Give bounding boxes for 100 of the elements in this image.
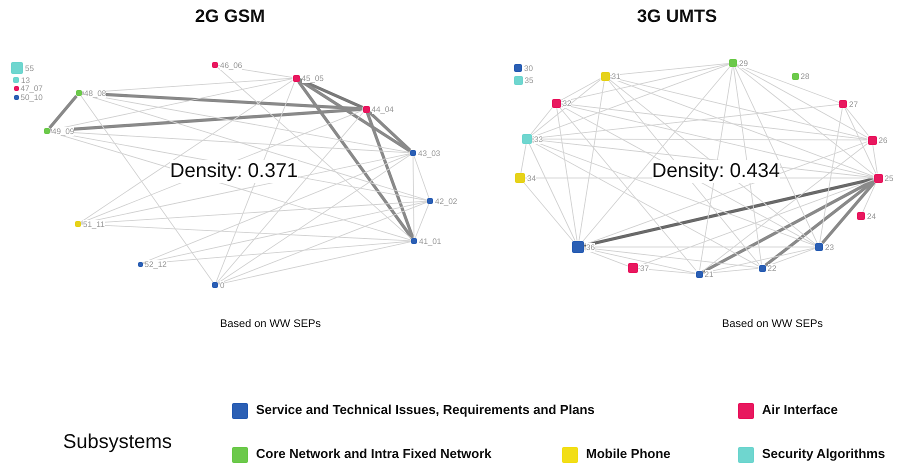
chart-title: 3G UMTS (637, 6, 718, 27)
node-label: 22 (768, 264, 776, 273)
node-label: 32 (562, 99, 572, 108)
network-edge (584, 248, 628, 267)
network-edge (532, 79, 601, 136)
network-edge (846, 108, 869, 136)
node-label: 27 (849, 100, 858, 109)
network-edge (559, 107, 697, 271)
network-edge (560, 78, 601, 101)
network-edge (414, 156, 430, 198)
network-edge (218, 202, 428, 284)
node-label: 45_05 (302, 74, 324, 83)
network-edge (297, 80, 414, 239)
network-edge (872, 144, 878, 174)
network-edge (142, 201, 428, 264)
node-label: 23 (825, 243, 834, 252)
network-edge (142, 240, 412, 264)
network-edge (821, 181, 876, 244)
network-edge (530, 107, 553, 134)
network-edge (142, 154, 410, 264)
network-edge (556, 107, 578, 242)
chart-title: 2G GSM (195, 6, 266, 27)
network-edge (582, 66, 730, 242)
network-edge (414, 204, 430, 238)
network-edge (560, 103, 868, 140)
network-edge (80, 224, 412, 242)
network-edge (218, 241, 412, 285)
network-edge (82, 78, 293, 94)
node-label: 41_01 (419, 237, 442, 246)
network-edge (736, 64, 840, 103)
node-label: 26 (878, 136, 888, 145)
network-edge (702, 247, 816, 274)
network-edge (528, 144, 576, 242)
node-square (522, 134, 532, 144)
node-label: 52_12 (144, 260, 167, 269)
network-edge (80, 80, 293, 222)
network-edge (532, 141, 759, 267)
network-edge (638, 268, 696, 274)
node-square (11, 62, 23, 74)
node-label: 0 (220, 281, 224, 290)
node-square (514, 64, 522, 72)
legend-label: Security Algorithms (762, 446, 886, 461)
network-edge (609, 76, 868, 140)
node-label: 55 (25, 64, 34, 73)
legend-label: Core Network and Intra Fixed Network (256, 446, 492, 461)
network-edge (218, 154, 410, 284)
network-edge (733, 66, 762, 265)
node-label: 24 (867, 212, 876, 221)
node-label: 49_09 (52, 127, 74, 136)
network-edge (532, 64, 730, 138)
node-label: 31 (612, 72, 620, 81)
legend-label: Service and Technical Issues, Requirements and Plans (256, 402, 595, 417)
network-edge (702, 179, 874, 274)
node-label: 37 (640, 264, 649, 273)
node-square (514, 76, 522, 84)
network-edge (638, 179, 874, 267)
node-square (729, 59, 737, 67)
node-label: 47_07 (20, 84, 43, 93)
node-square (839, 100, 847, 108)
network-edge (702, 268, 759, 274)
legend-title: Subsystems (63, 431, 172, 454)
node-square (600, 72, 610, 80)
node-square (552, 98, 560, 108)
network-edge (699, 66, 733, 271)
network-edge (819, 108, 843, 244)
node-label: 43_03 (418, 149, 440, 158)
network-edge (734, 66, 818, 244)
network-edge (368, 111, 412, 152)
legend-label: Mobile Phone (586, 446, 670, 461)
source-note: Based on WW SEPs (220, 318, 321, 330)
density-value: Density: 0.434 (652, 160, 780, 183)
node-label: 42_02 (435, 197, 458, 206)
network-edge (298, 78, 364, 109)
network-edge (532, 140, 816, 246)
network-edge (609, 62, 730, 76)
node-label: 50_10 (20, 93, 43, 102)
network-edge (50, 108, 363, 132)
node-label: 25 (884, 174, 894, 183)
network-edge (584, 246, 816, 248)
node-label: 35 (524, 76, 534, 85)
node-square (572, 241, 584, 253)
network-edge (218, 65, 293, 78)
network-edge (82, 93, 428, 201)
network-edge (50, 78, 293, 131)
network-edge (862, 182, 876, 212)
node-label: 51_11 (83, 220, 105, 229)
density-value: Density: 0.371 (170, 160, 298, 183)
node-label: 28 (800, 72, 810, 81)
network-edge (584, 248, 696, 274)
network-edge (584, 247, 759, 268)
node-square (628, 263, 638, 273)
network-edge (532, 104, 840, 139)
network-edge (218, 67, 412, 239)
network-edge (524, 182, 574, 242)
network-edge (216, 81, 296, 282)
network-edge (609, 77, 874, 177)
network-edge (844, 108, 876, 174)
network-edge (584, 141, 868, 246)
network-edge (366, 112, 414, 239)
network-edge (82, 92, 363, 110)
